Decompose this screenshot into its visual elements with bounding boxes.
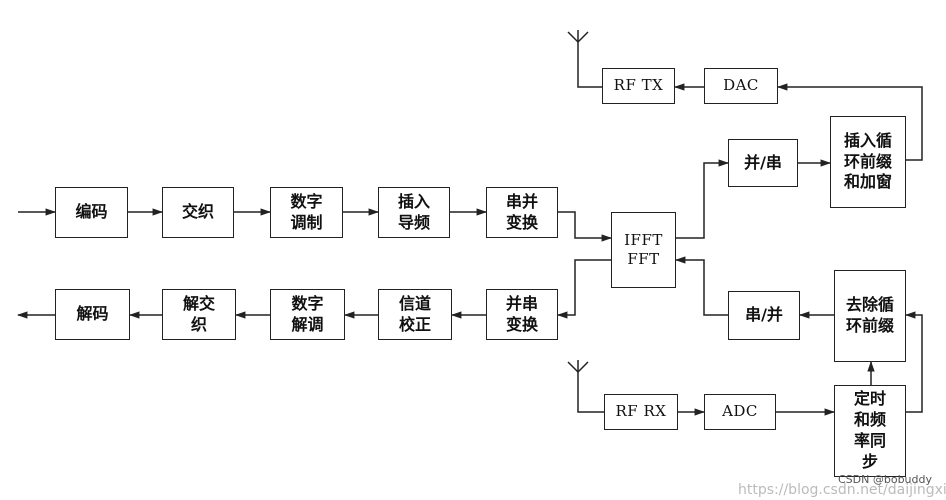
decode-block: 解码: [55, 289, 130, 340]
arrow-sp-fft: [674, 256, 728, 316]
arrow-fft-ps: [556, 259, 611, 319]
channel-correction-block: 信道 校正: [378, 289, 452, 340]
timing-freq-sync-label: 定时 和频 率同 步: [853, 389, 886, 471]
ifft-fft-label: IFFT FFT: [624, 230, 663, 269]
rf-rx-label: RF RX: [615, 402, 667, 421]
insert-pilot-block: 插入 导频: [378, 187, 450, 238]
serial-parallel-rx-label: 串/并: [745, 305, 783, 325]
interleave-block: 交织: [162, 187, 234, 238]
interleave-label: 交织: [181, 202, 214, 222]
encode-block: 编码: [55, 187, 128, 238]
rx-antenna-icon: [567, 360, 589, 373]
rf-rx-block: RF RX: [604, 394, 678, 430]
arrow-insertcp-dac: [776, 83, 923, 161]
ifft-fft-block: IFFT FFT: [611, 212, 676, 288]
digital-modulation-block: 数字 调制: [270, 187, 343, 238]
dac-block: DAC: [704, 68, 778, 104]
parallel-serial-tx-label: 并/串: [744, 152, 782, 172]
serial-parallel-label: 串并 变换: [505, 191, 538, 232]
remove-cp-label: 去除循 环前缀: [845, 295, 894, 335]
remove-cp-block: 去除循 环前缀: [834, 270, 906, 362]
parallel-serial-rx-block: 并串 变换: [486, 289, 558, 340]
digital-modulation-label: 数字 调制: [290, 191, 323, 232]
serial-parallel-rx-block: 串/并: [728, 291, 800, 340]
watermark-url: https://blog.csdn.net/daijingxin: [738, 482, 946, 498]
channel-correction-label: 信道 校正: [398, 293, 431, 334]
digital-demodulation-block: 数字 解调: [270, 289, 345, 340]
decode-label: 解码: [76, 304, 109, 324]
deinterleave-block: 解交 织: [162, 289, 236, 340]
insert-cp-window-block: 插入循 环前缀 和加窗: [830, 116, 906, 208]
timing-freq-sync-block: 定时 和频 率同 步: [834, 385, 906, 477]
adc-label: ADC: [722, 402, 758, 421]
rx-antenna-feed: [577, 372, 604, 413]
arrow-sp-ifft: [558, 211, 613, 242]
tx-antenna-feed: [577, 42, 602, 88]
deinterleave-label: 解交 织: [182, 293, 215, 334]
serial-parallel-block: 串并 变换: [486, 187, 558, 238]
rf-tx-label: RF TX: [613, 76, 664, 95]
tx-antenna-icon: [567, 30, 589, 43]
rf-tx-block: RF TX: [602, 68, 675, 104]
insert-pilot-label: 插入 导频: [397, 191, 430, 232]
dac-label: DAC: [723, 76, 759, 95]
arrow-sync-removecp: [904, 311, 923, 413]
arrow-ifft-ps: [676, 159, 730, 239]
parallel-serial-rx-label: 并串 变换: [505, 293, 538, 334]
adc-block: ADC: [704, 394, 776, 430]
insert-cp-window-label: 插入循 环前缀 和加窗: [843, 130, 892, 192]
digital-demodulation-label: 数字 解调: [291, 293, 324, 334]
encode-label: 编码: [75, 202, 108, 222]
watermark-csdn: CSDN @bobuddy: [838, 473, 932, 486]
parallel-serial-tx-block: 并/串: [728, 139, 798, 187]
